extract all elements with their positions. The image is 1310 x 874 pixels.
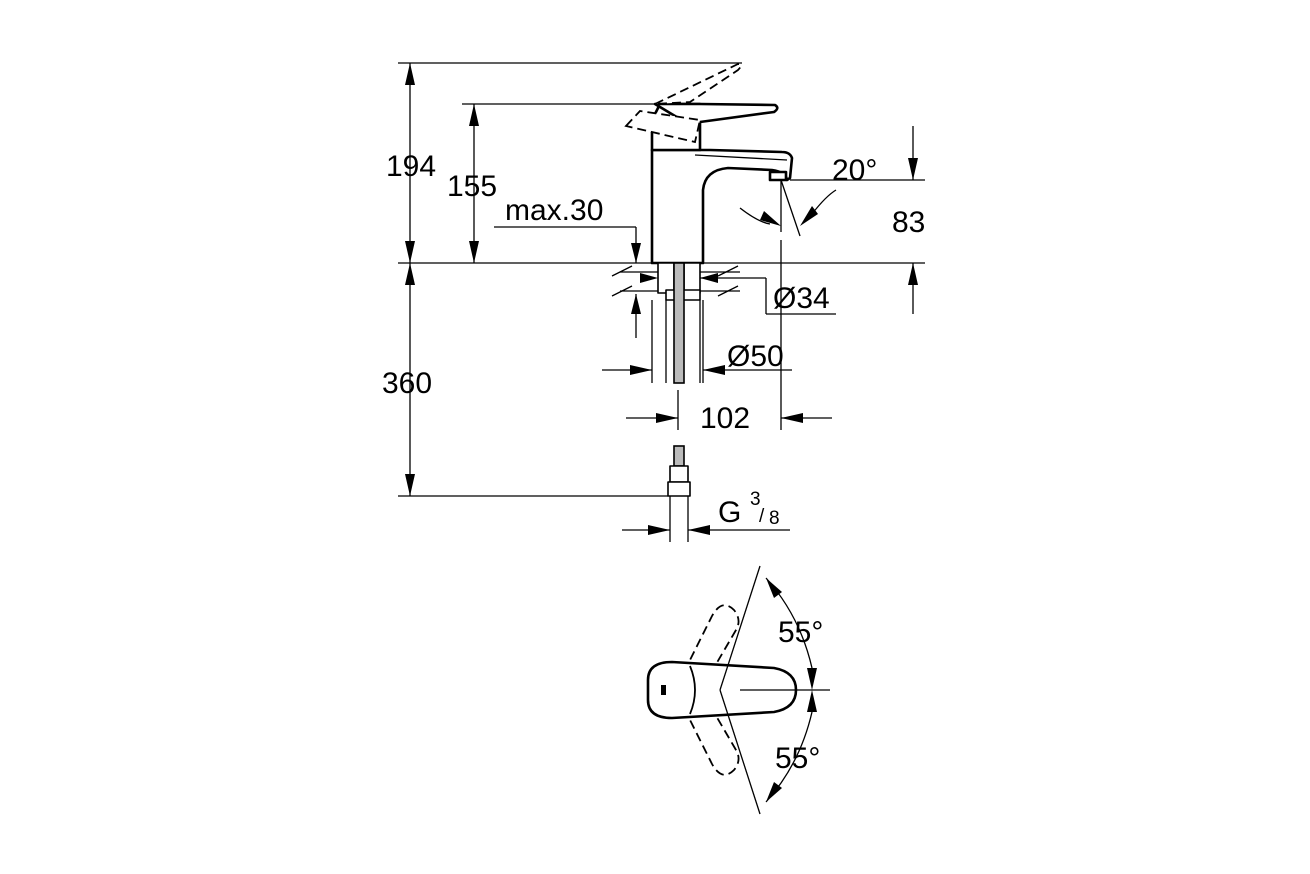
label-diameter-50: Ø50	[727, 340, 784, 373]
base-diameter-dimension	[602, 300, 792, 383]
label-102: 102	[700, 402, 750, 435]
label-20-degree: 20°	[832, 154, 877, 187]
label-max-30: max.30	[505, 194, 603, 227]
max-thickness-dimension	[494, 226, 641, 338]
label-155: 155	[447, 170, 497, 203]
label-360: 360	[382, 367, 432, 400]
mounting-hardware	[640, 262, 718, 384]
dimension-83	[908, 126, 918, 314]
label-thread-slash: /	[759, 506, 765, 527]
dimension-360	[405, 263, 415, 496]
top-view: 55° 55°	[646, 565, 830, 815]
hole-diameter-dimension	[700, 277, 836, 315]
label-55-degree-upper: 55°	[778, 616, 823, 649]
dimension-194	[405, 63, 415, 263]
label-194: 194	[386, 150, 436, 183]
label-thread-denominator: 8	[769, 508, 780, 529]
hose-connector	[622, 445, 790, 542]
spout-reach-dimension	[626, 240, 832, 430]
label-83: 83	[892, 206, 925, 239]
dimension-155	[469, 104, 479, 263]
faucet-body	[624, 63, 794, 265]
label-thread-numerator: 3	[750, 489, 761, 510]
side-view: 194 155 max.30 20° 83 Ø34 Ø50 360 102 G …	[382, 62, 925, 542]
label-55-degree-lower: 55°	[775, 742, 820, 775]
spout-angle-dimension	[739, 179, 925, 237]
label-diameter-34: Ø34	[773, 282, 830, 315]
label-thread-prefix: G	[718, 496, 741, 529]
